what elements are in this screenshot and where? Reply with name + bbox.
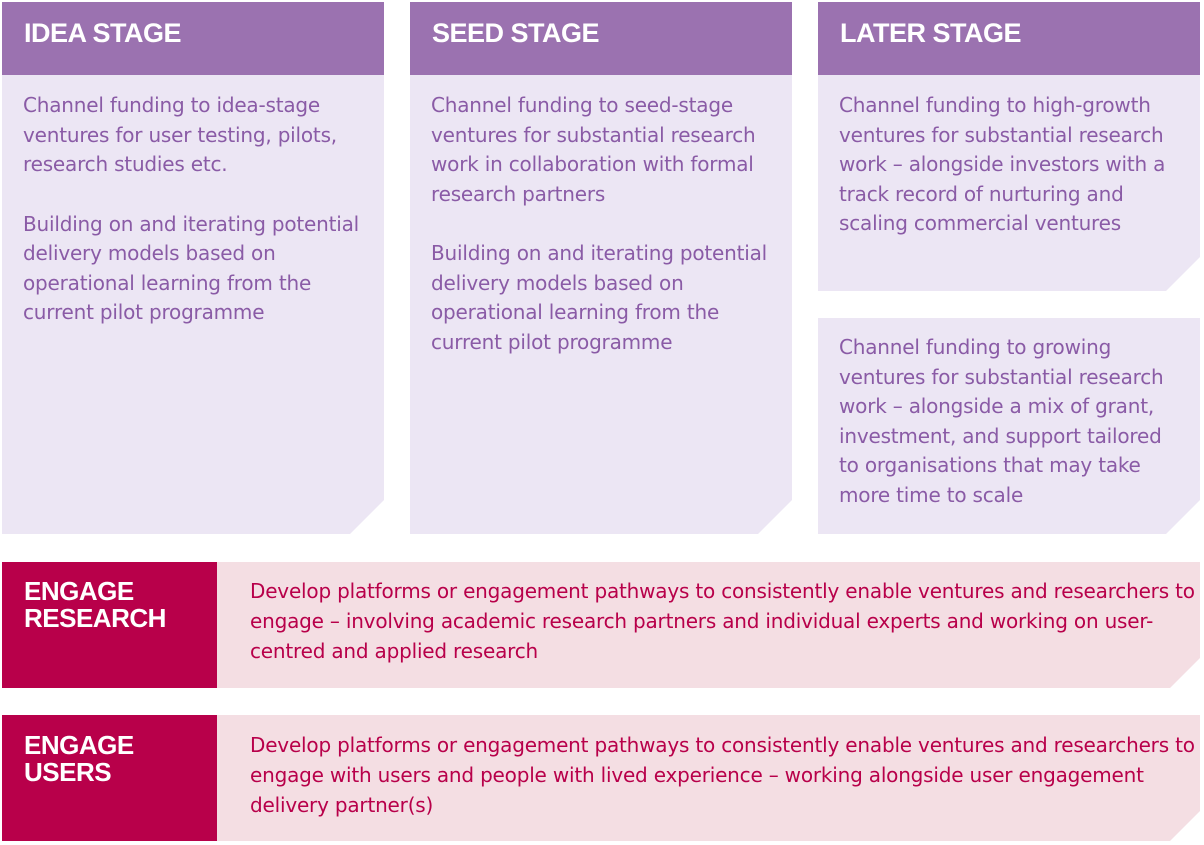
engage-users-label: ENGAGE USERS [2,715,217,841]
seed-stage-box: Channel funding to seed-stage ventures f… [410,75,792,534]
seed-stage-paragraph-1: Channel funding to seed-stage ventures f… [431,93,756,206]
later-stage-paragraph-2: Channel funding to growing ventures for … [839,335,1164,507]
engage-users-label-text: ENGAGE USERS [24,730,134,787]
idea-stage-paragraph-1: Channel funding to idea-stage ventures f… [23,93,337,176]
later-stage-box-2: Channel funding to growing ventures for … [818,318,1200,534]
engage-research-text: Develop platforms or engagement pathways… [250,579,1195,663]
seed-stage-header: SEED STAGE [410,2,792,75]
engage-research-band: Develop platforms or engagement pathways… [217,562,1200,688]
idea-stage-header: IDEA STAGE [2,2,384,75]
engage-research-label-text: ENGAGE RESEARCH [24,576,166,633]
later-stage-paragraph-1: Channel funding to high-growth ventures … [839,93,1166,235]
idea-stage-paragraph-2: Building on and iterating potential deli… [23,211,360,324]
seed-stage-paragraph-2: Building on and iterating potential deli… [431,241,768,354]
idea-stage-box: Channel funding to idea-stage ventures f… [2,75,384,534]
later-stage-box-1: Channel funding to high-growth ventures … [818,75,1200,291]
later-stage-header: LATER STAGE [818,2,1200,75]
engage-research-label: ENGAGE RESEARCH [2,562,217,688]
engage-users-text: Develop platforms or engagement pathways… [250,733,1195,817]
engage-users-band: Develop platforms or engagement pathways… [217,715,1200,841]
